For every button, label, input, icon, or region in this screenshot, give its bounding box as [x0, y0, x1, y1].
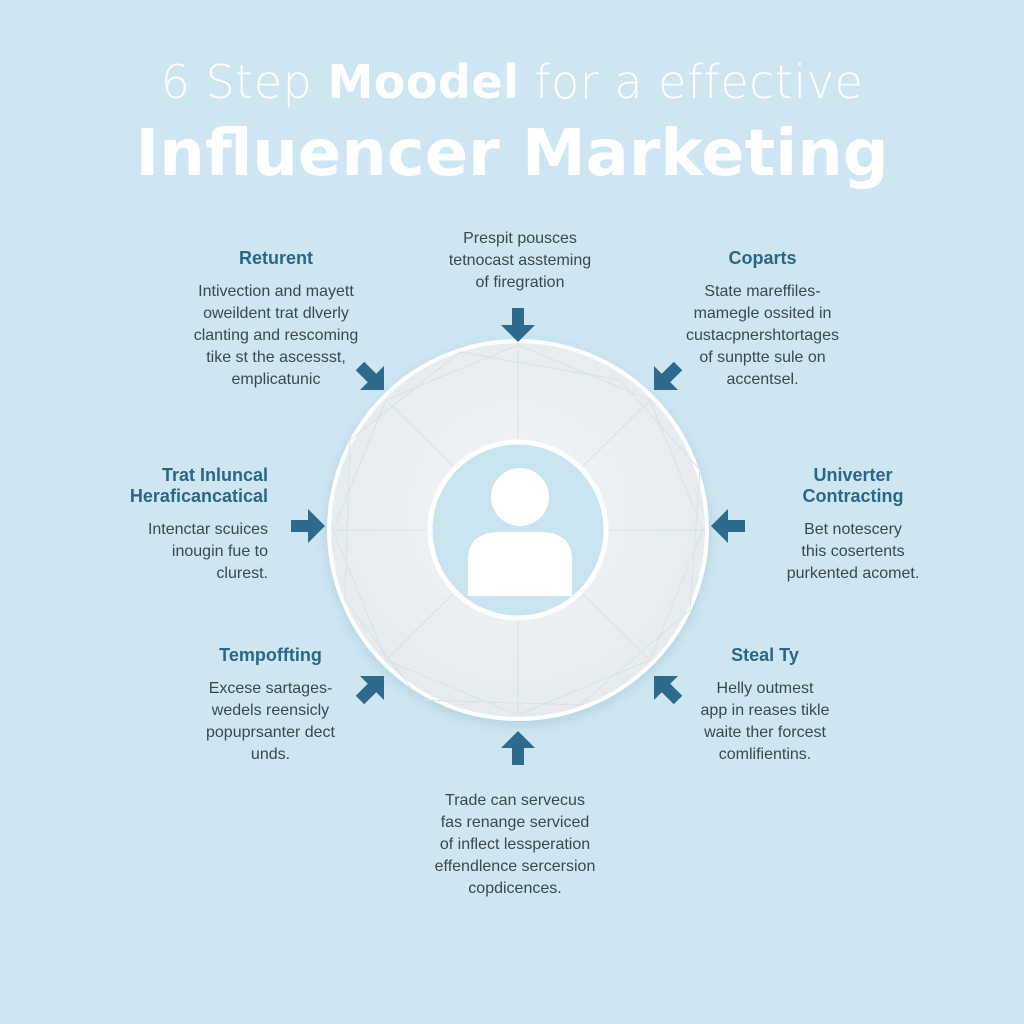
step-top-left-title: Returent [238, 248, 313, 268]
title-line-1: 6 Step Moodel for a effective [0, 52, 1024, 112]
title-part-3: for a effective [519, 55, 864, 109]
step-bottom-right-description: Helly outmest app in reases tikle waite … [700, 680, 830, 763]
arrow-bottom-left [355, 675, 385, 705]
step-mid-left: Trat Inluncal Heraficancatical Intenctar… [40, 465, 268, 585]
step-bottom-left-description: Excese sartages- wedels reensicly popupr… [206, 680, 335, 763]
step-bottom-left: Tempoffting Excese sartages- wedels reen… [168, 645, 373, 766]
step-top-right-description: State mareffiles- mamegle ossited in cus… [686, 283, 839, 388]
step-top-right: Coparts State mareffiles- mamegle ossite… [650, 248, 875, 391]
arrow-bottom-right [653, 675, 683, 705]
user-avatar-icon [468, 468, 572, 596]
step-mid-right: Univerter Contracting Bet notescery this… [758, 465, 948, 585]
arrow-bottom [501, 731, 535, 765]
step-top-description: Prespit pousces tetnocast assteming of f… [448, 230, 592, 291]
step-top-left: Returent Intivection and mayett oweilden… [166, 248, 386, 391]
step-mid-left-title: Trat Inluncal Heraficancatical [129, 465, 268, 506]
step-mid-right-description: Bet notescery this cosertents purkented … [786, 521, 920, 582]
page-title: 6 Step Moodel for a effective Influencer… [0, 52, 1024, 194]
title-part-1: 6 Step [160, 55, 328, 109]
arrow-mid-left [291, 509, 325, 543]
title-part-2: Moodel [327, 55, 520, 109]
step-top-left-description: Intivection and mayett oweildent trat dl… [193, 283, 359, 388]
step-mid-left-description: Intenctar scuices inougin fue to clurest… [147, 521, 268, 582]
arrow-mid-right [711, 509, 745, 543]
step-bottom: Trade can servecus fas renange serviced … [395, 790, 635, 900]
step-top: Prespit pousces tetnocast assteming of f… [400, 228, 640, 294]
step-bottom-left-title: Tempoffting [219, 645, 322, 665]
step-mid-right-title: Univerter Contracting [802, 465, 904, 506]
step-bottom-right-title: Steal Ty [731, 645, 799, 665]
title-line-2: Influencer Marketing [135, 117, 889, 191]
arrow-top-right [653, 361, 683, 391]
arrow-top-left [355, 361, 385, 391]
step-bottom-description: Trade can servecus fas renange serviced … [434, 792, 596, 897]
step-bottom-right: Steal Ty Helly outmest app in reases tik… [670, 645, 860, 766]
arrow-top [501, 308, 535, 342]
step-top-right-title: Coparts [728, 248, 797, 268]
